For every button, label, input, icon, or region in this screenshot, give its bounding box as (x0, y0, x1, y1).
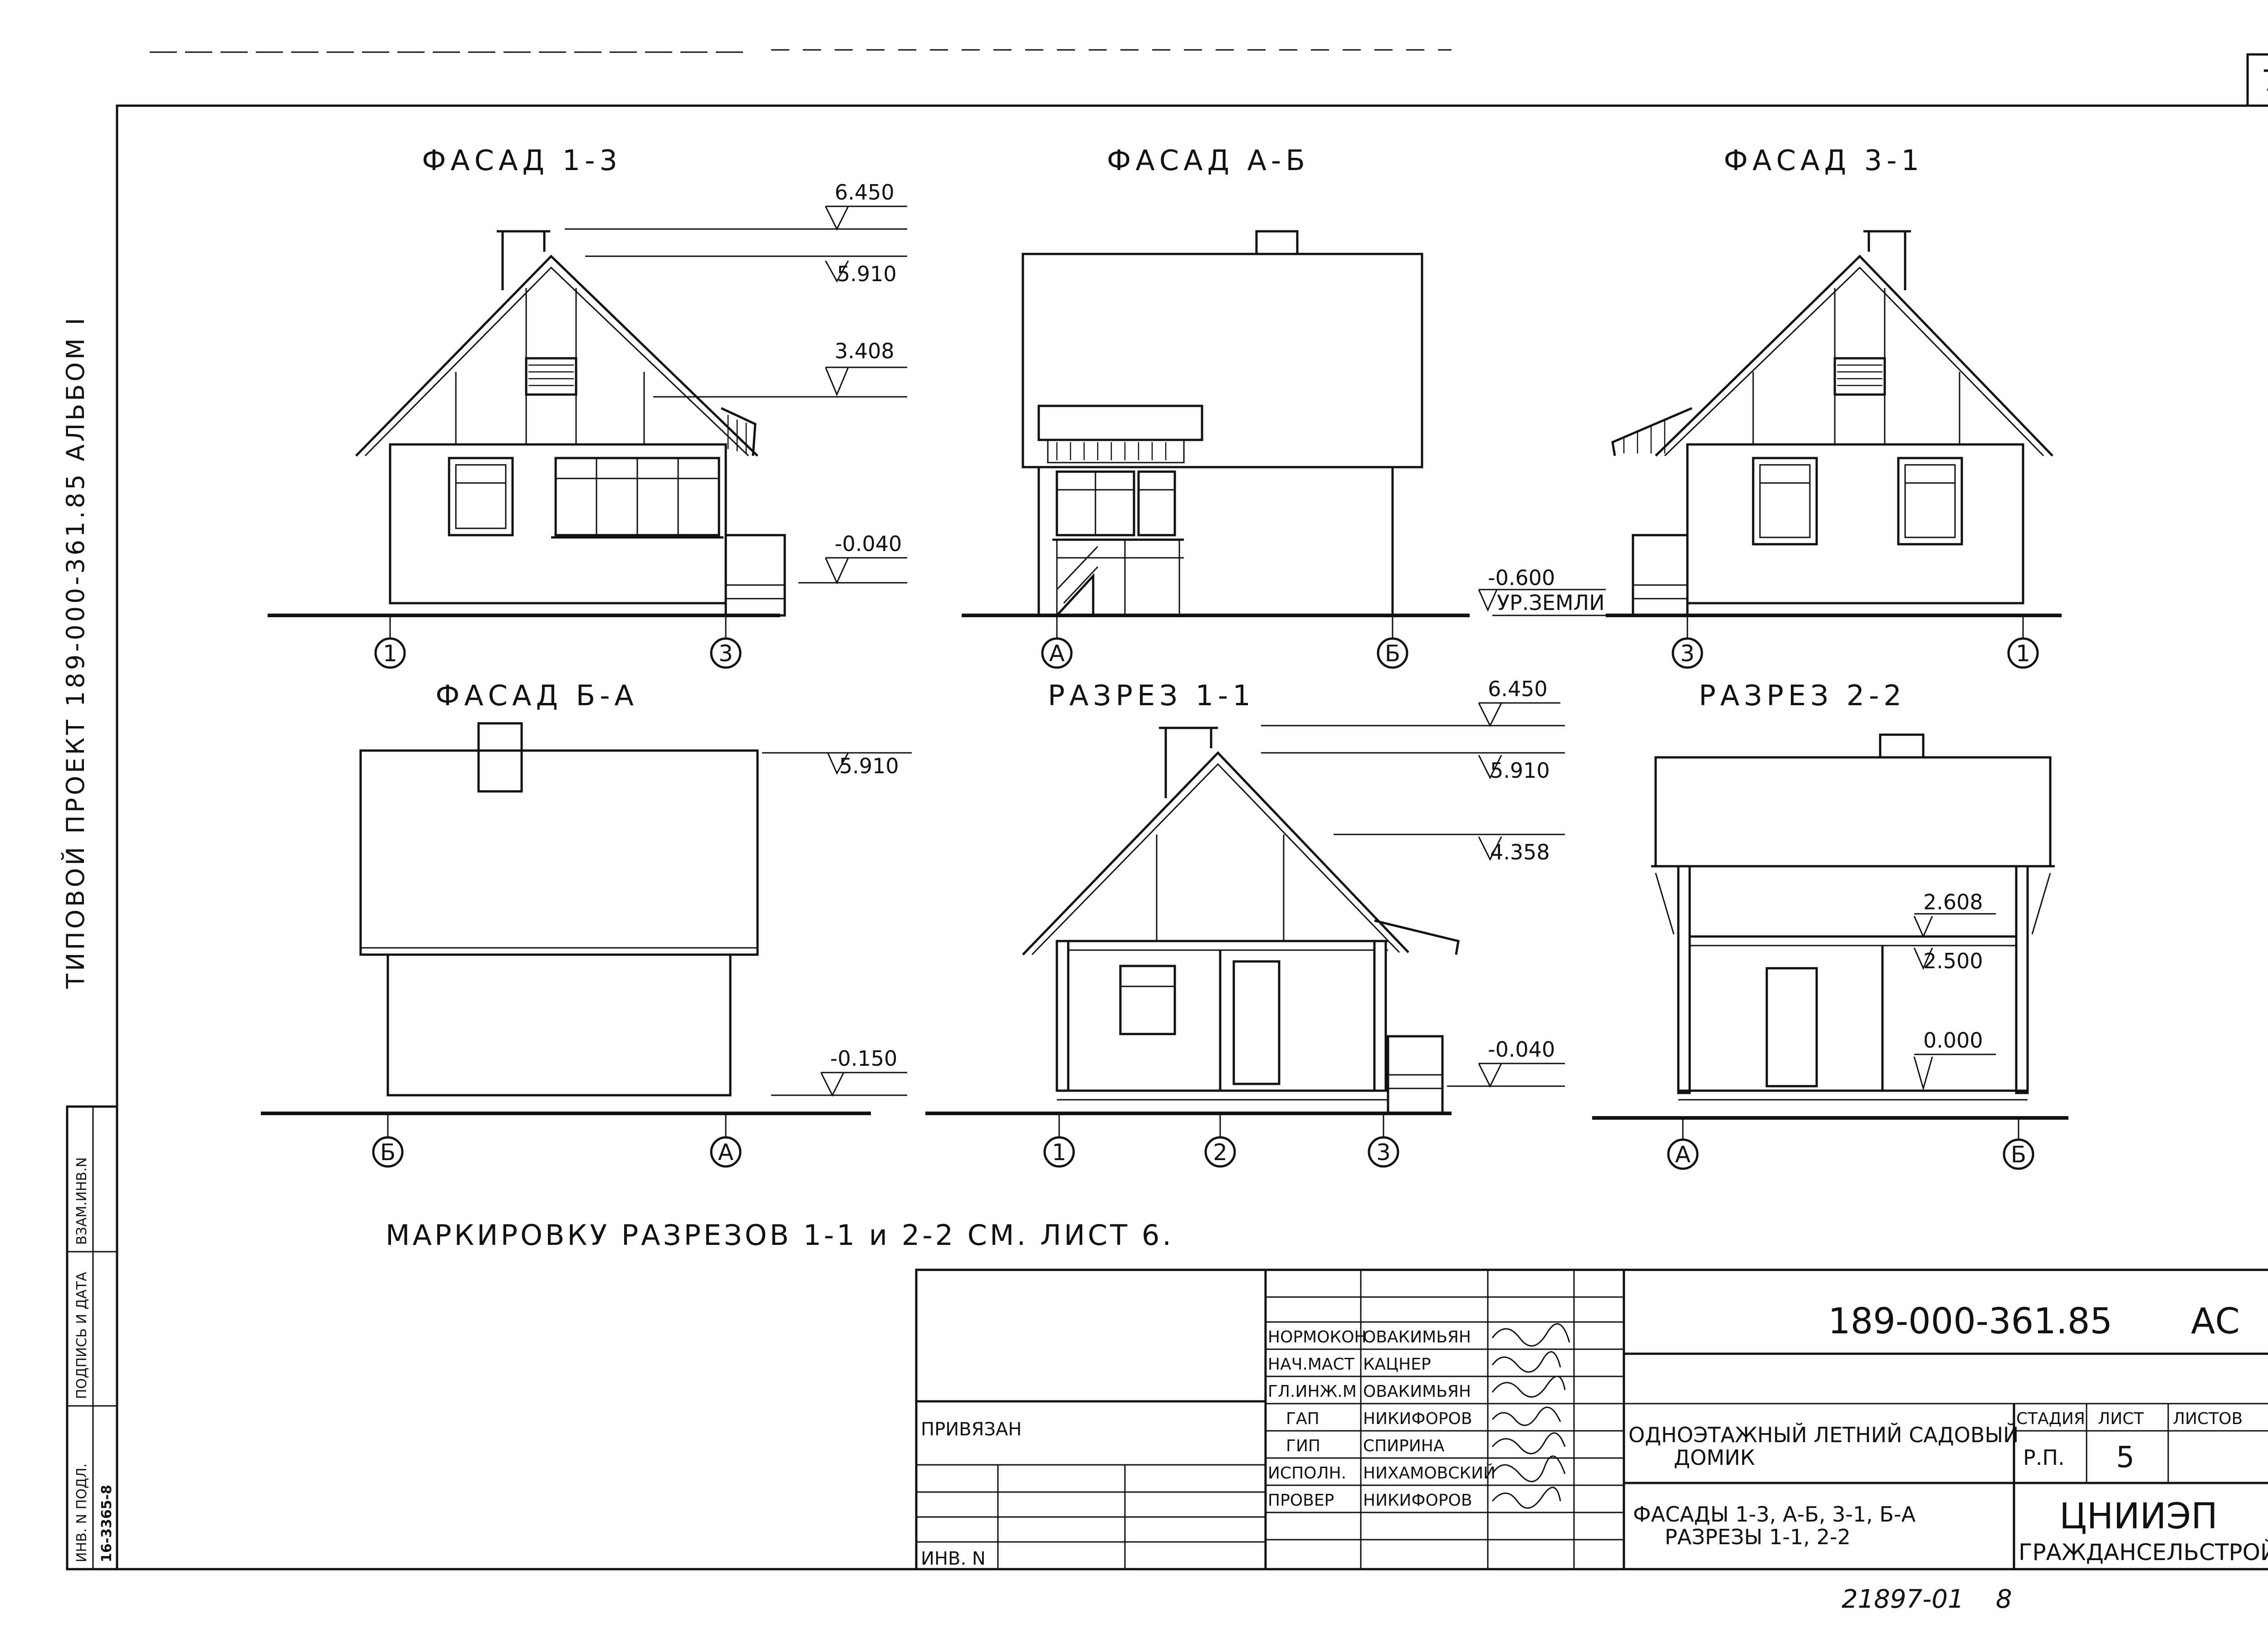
staff-name: НИХАМОВСКИЙ (1363, 1463, 1496, 1483)
staff-role: ПРОВЕР (1268, 1491, 1334, 1510)
axis-label: Б (380, 1139, 396, 1166)
level-mark: 5.910 (1490, 758, 1550, 783)
footer-number: 8 (1996, 1585, 2012, 1614)
staff-role: ГАП (1286, 1410, 1320, 1428)
view-facade-1-3: ФАСАД 1-3 (268, 144, 907, 669)
view-section-1-1: РАЗРЕЗ 1-1 1 2 3 6.450 (925, 677, 1565, 1168)
sheets-header: ЛИСТОВ (2173, 1410, 2243, 1428)
axis-label: А (718, 1139, 733, 1166)
title-block: ПРИВЯЗАН ИНВ. N НОРМОКОН ОВАКИМЬЯН НАЧ.М… (915, 1268, 2268, 1571)
level-mark: 2.608 (1923, 890, 1983, 914)
axis-label: 1 (2016, 640, 2030, 667)
sheet-header: ЛИСТ (2098, 1410, 2144, 1428)
staff-role: ИСПОЛН. (1268, 1464, 1346, 1483)
inv-label: ИНВ. N (921, 1548, 986, 1569)
stage-header: СТАДИЯ (2016, 1410, 2085, 1428)
view-title: ФАСАД 1-3 (422, 144, 622, 177)
view-facade-b-a: ФАСАД Б-А Б А 5.910 -0.150 (261, 679, 912, 1168)
drawing-frame (116, 104, 2268, 1571)
stage-value: Р.П. (2023, 1445, 2065, 1470)
side-inv: ИНВ. N ПОДЛ. (74, 1463, 90, 1562)
project-code: 189-000-361.85 (1828, 1301, 2112, 1342)
org-name: ЦНИИЭП (2059, 1496, 2218, 1537)
view-title: ФАСАД А-Б (1107, 144, 1310, 177)
org-subname: ГРАЖДАНСЕЛЬСТРОЙ (2019, 1539, 2268, 1566)
staff-role: НАЧ.МАСТ (1268, 1355, 1355, 1374)
side-podpis: ПОДПИСЬ И ДАТА (74, 1272, 90, 1399)
axis-label: 2 (1213, 1139, 1227, 1166)
axis-label: 3 (1680, 640, 1695, 667)
side-inv-value: 16-3365-8 (99, 1485, 115, 1562)
view-facade-3-1: ФАСАД 3-1 3 1 (1606, 144, 2062, 669)
view-title: РАЗРЕЗ 2-2 (1699, 679, 1906, 712)
axis-label: Б (2011, 1141, 2026, 1168)
privyazan-label: ПРИВЯЗАН (921, 1419, 1022, 1440)
footer-code: 21897-01 (1842, 1585, 1964, 1614)
axis-label: 1 (383, 640, 397, 667)
level-mark: 4.358 (1490, 840, 1550, 864)
side-vzam: ВЗАМ.ИНВ.N (74, 1157, 90, 1245)
view-title: РАЗРЕЗ 1-1 (1048, 679, 1255, 712)
staff-role: ГИП (1286, 1437, 1320, 1455)
level-mark: 5.910 (839, 754, 899, 778)
sections-note: МАРКИРОВКУ РАЗРЕЗОВ 1-1 и 2-2 СМ. ЛИСТ 6… (386, 1219, 1174, 1252)
object-name-line1: ОДНОЭТАЖНЫЙ ЛЕТНИЙ САДОВЫЙ (1628, 1423, 2019, 1447)
view-section-2-2: РАЗРЕЗ 2-2 А Б 2.608 2.500 0.000 (1592, 679, 2068, 1170)
staff-name: НИКИФОРОВ (1363, 1491, 1472, 1510)
staff-name: ОВАКИМЬЯН (1363, 1328, 1471, 1346)
staff-name: СПИРИНА (1363, 1437, 1445, 1455)
axis-label: 3 (1376, 1139, 1391, 1166)
level-mark: 3.408 (835, 339, 894, 363)
level-mark: 6.450 (835, 180, 894, 205)
level-mark: -0.040 (1488, 1037, 1555, 1062)
object-name-line2: ДОМИК (1674, 1445, 1755, 1470)
axis-label: А (1675, 1141, 1691, 1168)
side-title: ТИПОВОЙ ПРОЕКТ 189-000-361.85 АЛЬБОМ I (61, 315, 90, 989)
level-mark: -0.150 (830, 1046, 897, 1071)
axis-label: А (1049, 640, 1065, 667)
axis-label: Б (1385, 640, 1400, 667)
sheet-value: 5 (2116, 1441, 2135, 1474)
level-mark: 6.450 (1488, 677, 1548, 701)
axis-label: 3 (719, 640, 733, 667)
staff-name: КАЦНЕР (1363, 1355, 1431, 1374)
level-mark: 2.500 (1923, 949, 1983, 973)
level-mark: УР.ЗЕМЛИ (1497, 590, 1605, 615)
staff-name: НИКИФОРОВ (1363, 1410, 1472, 1428)
side-stamp: ВЗАМ.ИНВ.N ПОДПИСЬ И ДАТА ИНВ. N ПОДЛ. 1… (66, 1105, 118, 1571)
signature (1491, 1323, 1570, 1509)
sheet-number: 7 (2262, 64, 2268, 98)
staff-role: ГЛ.ИНЖ.М (1268, 1382, 1357, 1401)
level-mark: 0.000 (1923, 1028, 1983, 1053)
level-mark: -0.040 (835, 532, 902, 556)
view-title: ФАСАД Б-А (435, 679, 638, 712)
axis-label: 1 (1052, 1139, 1066, 1166)
view-facade-a-b: ФАСАД А-Б А Б -0.600 (962, 144, 1606, 669)
content-line1: ФАСАДЫ 1-3, А-Б, 3-1, Б-А (1633, 1502, 1916, 1527)
sheet-number-box (2246, 53, 2268, 107)
view-title: ФАСАД 3-1 (1724, 144, 1924, 177)
staff-role: НОРМОКОН (1268, 1328, 1366, 1346)
content-line2: РАЗРЕЗЫ 1-1, 2-2 (1665, 1525, 1851, 1549)
level-mark: 5.910 (837, 262, 897, 286)
drawing-mark: АС (2191, 1301, 2240, 1342)
staff-name: ОВАКИМЬЯН (1363, 1382, 1471, 1401)
level-mark: -0.600 (1488, 566, 1555, 590)
